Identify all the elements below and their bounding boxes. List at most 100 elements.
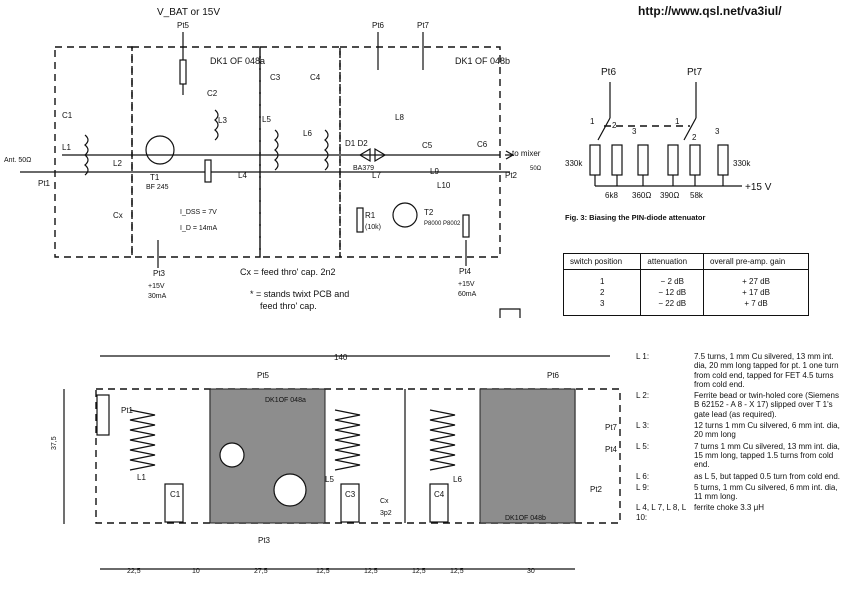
label-l9: L9 xyxy=(430,167,439,176)
label-c6: C6 xyxy=(477,140,488,149)
pt4-current: 60mA xyxy=(458,291,477,298)
shield-stage-b xyxy=(339,46,501,258)
shield-input xyxy=(54,46,133,258)
att-resistor-4 xyxy=(667,144,679,176)
att-pt6: Pt6 xyxy=(601,67,616,78)
dim-seg-4: 12,5 xyxy=(316,568,330,575)
note-cx: Cx = feed thro' cap. 2n2 xyxy=(240,267,336,277)
resistor-src xyxy=(204,159,212,183)
lay-l6: L6 xyxy=(453,475,462,484)
tp-pt2: Pt2 xyxy=(505,171,518,180)
schematic: V_BAT or 15V DK1 OF 048a DK1 OF 048b Pt5… xyxy=(4,7,542,318)
label-r1-val: (10k) xyxy=(365,224,381,231)
coil-note-label: L 1: xyxy=(636,352,650,361)
col-switch: switch position xyxy=(563,253,642,270)
att-r1-val: 330k xyxy=(565,159,583,168)
sw-left-1: 1 xyxy=(590,117,595,126)
coil-note: L 2: Ferrite bead or twin-holed core (Sie… xyxy=(636,391,842,419)
lay-pt2: Pt2 xyxy=(590,485,603,494)
lay-pt6: Pt6 xyxy=(547,371,560,380)
tp-pt3: Pt3 xyxy=(153,269,166,278)
lay-c3: C3 xyxy=(345,490,356,499)
dim-height: 37,5 xyxy=(51,436,58,450)
lay-cx: Cx xyxy=(380,498,389,505)
sw-right-1: 1 xyxy=(675,117,680,126)
note-star-1: * = stands twixt PCB and xyxy=(250,289,349,299)
dim-seg-2: 10 xyxy=(192,568,200,575)
cap-c4 xyxy=(429,483,449,523)
coil-l6-layout xyxy=(429,409,456,471)
dim-seg-8: 30 xyxy=(527,568,535,575)
lay-l1: L1 xyxy=(137,473,146,482)
coil-note-text: as L 5, but tapped 0.5 turn from cold en… xyxy=(694,471,841,481)
board-a-label: DK1OF 048a xyxy=(265,397,306,404)
pin-diodes xyxy=(358,147,387,163)
resistor-top xyxy=(179,59,187,85)
att-r3-val: 360Ω xyxy=(632,191,651,200)
lay-3p2: 3p2 xyxy=(380,510,392,517)
coil-note-label: L 2: xyxy=(636,391,650,401)
tp-pt6: Pt6 xyxy=(372,21,385,30)
label-id: I_D = 14mA xyxy=(180,225,217,232)
table-header-row: switch position attenuation overall pre-… xyxy=(563,253,809,270)
coil-note-text: Ferrite bead or twin-holed core (Siemens… xyxy=(694,391,839,419)
lay-l5: L5 xyxy=(325,475,334,484)
lay-pt3: Pt3 xyxy=(258,536,271,545)
attenuator-figure: Pt6 Pt7 1 2 3 1 2 3 330k 6k8 360Ω 390Ω 5… xyxy=(565,67,772,200)
coil-note: L 4, L 7, L 8, L 10: ferrite choke 3.3 μH xyxy=(636,503,842,522)
lay-pt1: Pt1 xyxy=(121,406,134,415)
cell: + 27 dB xyxy=(742,277,770,286)
coil-note-text: 5 turns, 1 mm Cu silvered, 6 mm int. dia… xyxy=(694,482,838,502)
coil-l6 xyxy=(324,129,329,171)
tp-pt7: Pt7 xyxy=(417,21,430,30)
cell: 3 xyxy=(563,298,642,316)
pt3-current: 30mA xyxy=(148,293,167,300)
output-arrow xyxy=(505,150,515,160)
sw-right-3: 3 xyxy=(715,127,720,136)
lay-pt4: Pt4 xyxy=(605,445,618,454)
label-l3: L3 xyxy=(218,116,227,125)
sw-right-2: 2 xyxy=(692,133,697,142)
coil-note-label: L 5: xyxy=(636,441,650,451)
output-label: to mixer xyxy=(512,149,541,158)
fet-t2 xyxy=(392,202,418,228)
coil-note: L 6:as L 5, but tapped 0.5 turn from col… xyxy=(636,472,842,481)
coil-l1-layout xyxy=(129,409,156,471)
label-t1: T1 xyxy=(150,173,160,182)
lay-c1: C1 xyxy=(170,490,181,499)
coil-note-label: L 4, L 7, L 8, L 10: xyxy=(636,503,686,522)
dim-seg-1: 22,5 xyxy=(127,568,141,575)
pcb-layout: 140 37,5 DK1OF 048a DK1OF 048b Pt1 Pt2 P… xyxy=(51,353,621,575)
coil-note: L 1:7.5 turns, 1 mm Cu silvered, 13 mm i… xyxy=(636,352,842,389)
label-t2: T2 xyxy=(424,208,434,217)
label-t2-part: P8000 P8002 xyxy=(424,221,461,227)
coil-note: L 9:5 turns, 1 mm Cu silvered, 6 mm int.… xyxy=(636,483,842,502)
label-l1: L1 xyxy=(62,143,71,152)
board-b-label: DK1OF 048b xyxy=(505,515,546,522)
tp-pt4: Pt4 xyxy=(459,267,472,276)
label-diode-part: BA379 xyxy=(353,165,374,172)
coil-l5-layout xyxy=(334,409,361,471)
pt3-supply: +15V xyxy=(148,283,165,290)
dim-seg-7: 12,5 xyxy=(450,568,464,575)
pt4-supply: +15V xyxy=(458,281,475,288)
att-pt7: Pt7 xyxy=(687,67,702,78)
input-label: Ant. 50Ω xyxy=(4,157,31,164)
coil-note-text: 7 turns 1 mm Cu silvered, 13 mm int. dia… xyxy=(694,441,840,470)
shield-mid xyxy=(259,46,341,258)
att-resistor-3 xyxy=(637,144,649,176)
lay-pt5: Pt5 xyxy=(257,371,270,380)
cap-c3 xyxy=(340,483,360,523)
supply-label: V_BAT or 15V xyxy=(157,7,220,18)
label-l8: L8 xyxy=(395,113,404,122)
label-l10: L10 xyxy=(437,181,451,190)
coil-note-text: ferrite choke 3.3 μH xyxy=(694,503,764,513)
board-b xyxy=(479,388,576,524)
coil-l3 xyxy=(214,109,219,141)
sw-left-2: 2 xyxy=(612,121,617,130)
cap-c1 xyxy=(164,483,184,523)
cell: + 17 dB xyxy=(742,288,770,297)
lay-pt7: Pt7 xyxy=(605,423,618,432)
stage-a-label: DK1 OF 048a xyxy=(210,56,265,66)
